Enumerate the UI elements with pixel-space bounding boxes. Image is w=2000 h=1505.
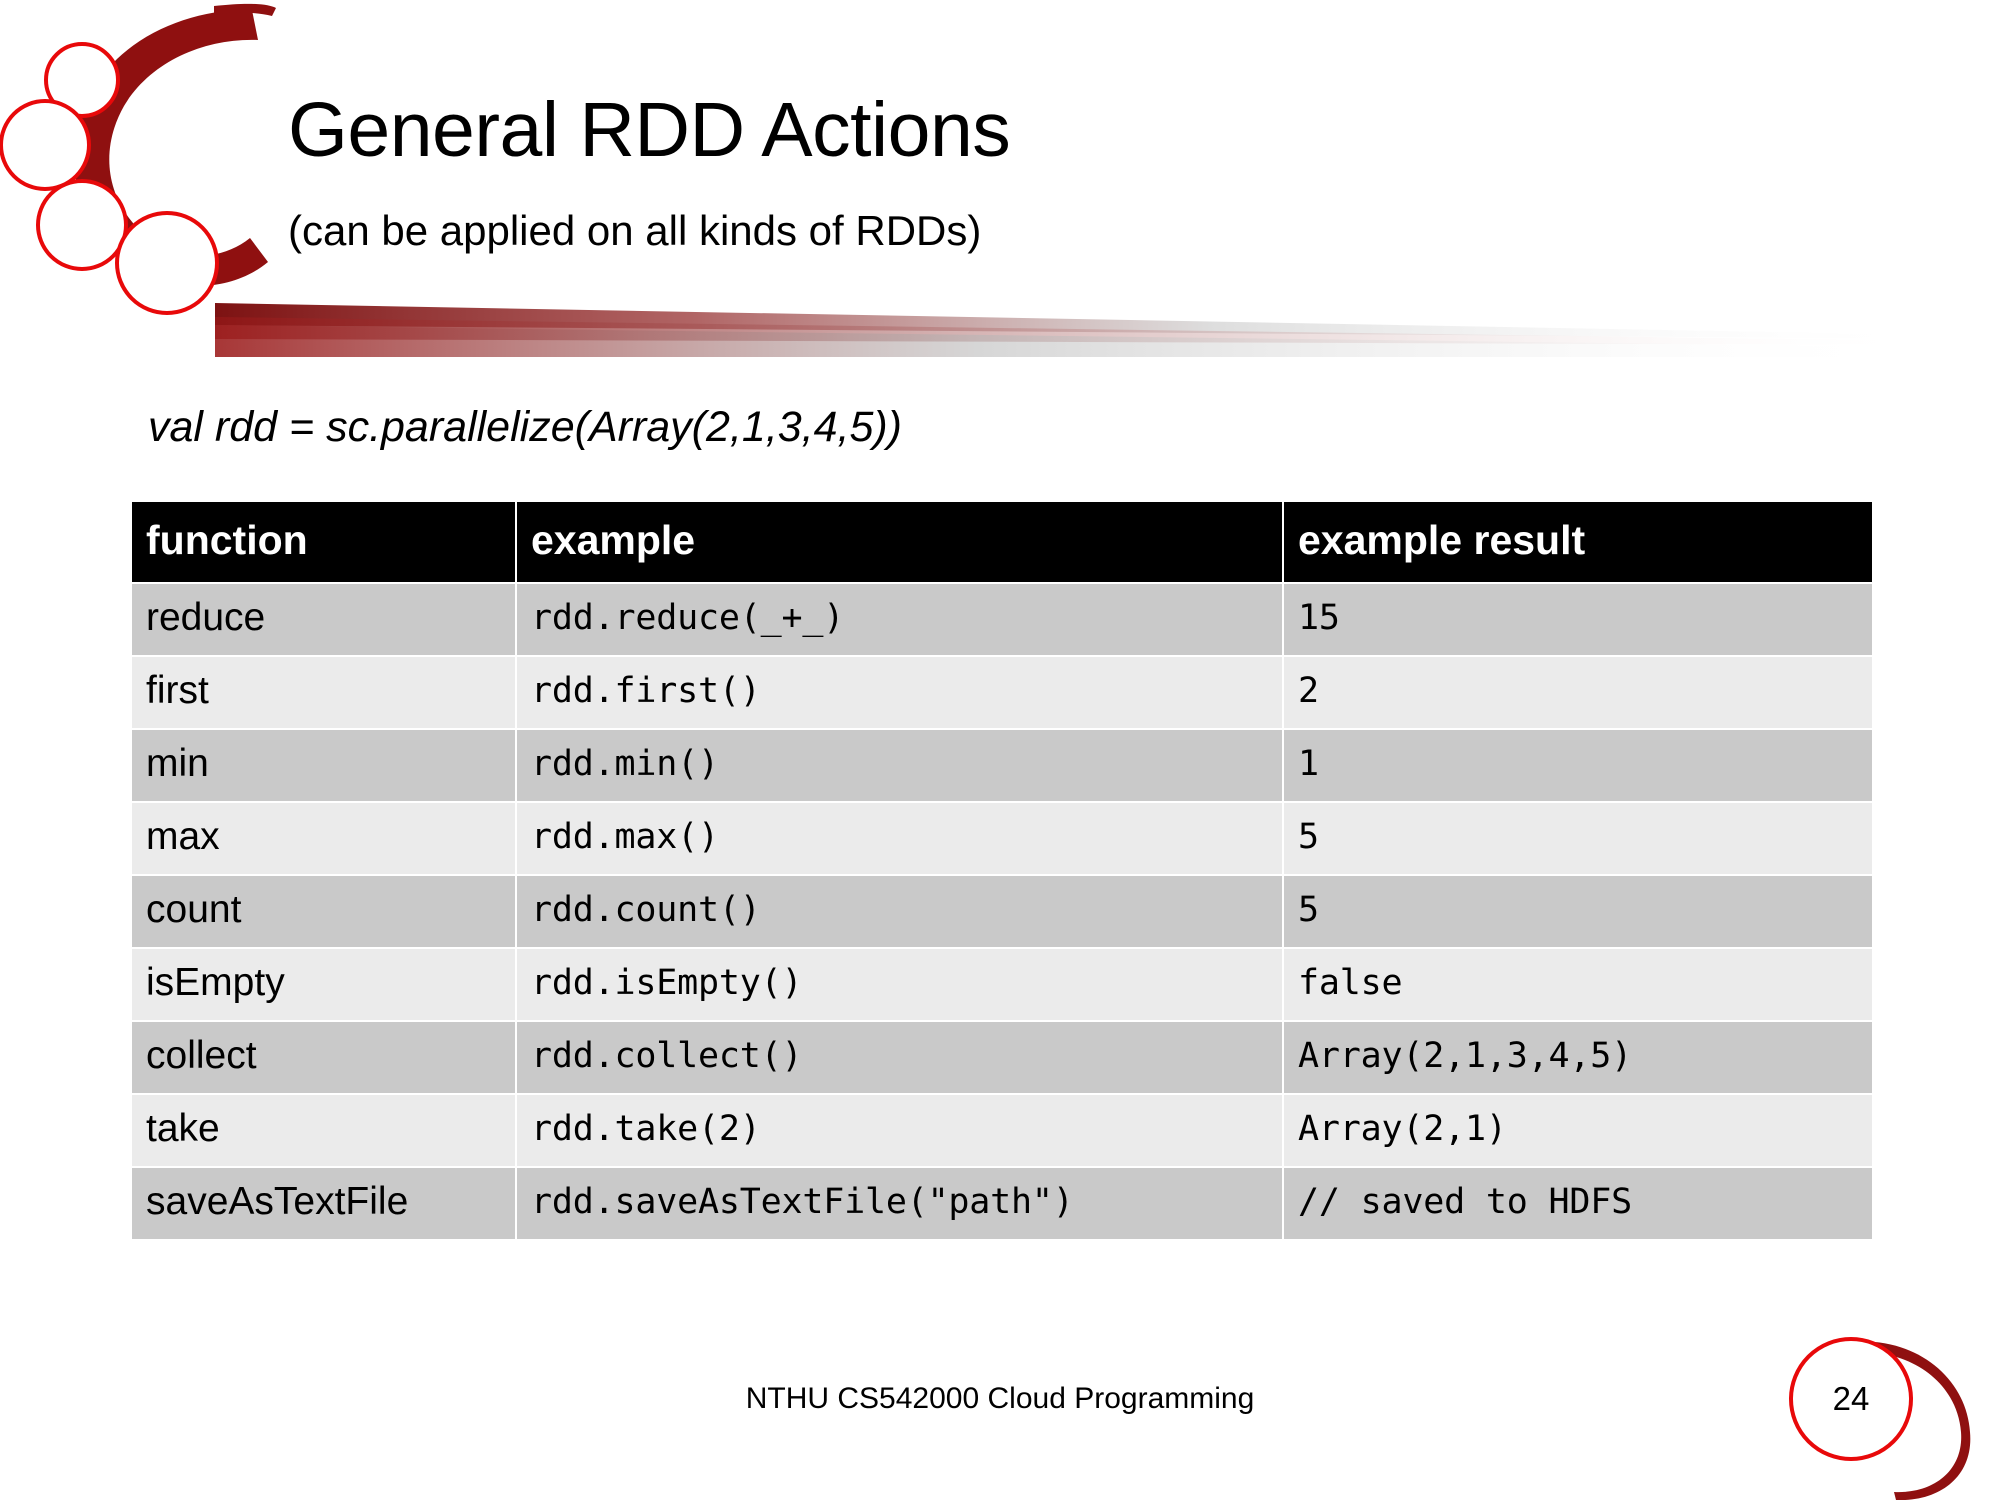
table-row: reduce rdd.reduce(_+_) 15 <box>132 584 1872 655</box>
cell-result: 2 <box>1284 657 1872 728</box>
cell-result: 5 <box>1284 876 1872 947</box>
cell-result: Array(2,1,3,4,5) <box>1284 1022 1872 1093</box>
cell-example: rdd.min() <box>517 730 1282 801</box>
cell-example: rdd.count() <box>517 876 1282 947</box>
code-line: val rdd = sc.parallelize(Array(2,1,3,4,5… <box>148 403 902 451</box>
rdd-actions-table: function example example result reduce r… <box>130 500 1874 1241</box>
cell-function: reduce <box>132 584 515 655</box>
cell-function: count <box>132 876 515 947</box>
cell-function: take <box>132 1095 515 1166</box>
cell-result: Array(2,1) <box>1284 1095 1872 1166</box>
column-header-example-result: example result <box>1284 502 1872 582</box>
cell-example: rdd.first() <box>517 657 1282 728</box>
table-row: count rdd.count() 5 <box>132 876 1872 947</box>
cell-example: rdd.take(2) <box>517 1095 1282 1166</box>
table-row: take rdd.take(2) Array(2,1) <box>132 1095 1872 1166</box>
cell-function: min <box>132 730 515 801</box>
cell-result: 5 <box>1284 803 1872 874</box>
table-header-row: function example example result <box>132 502 1872 582</box>
cell-function: first <box>132 657 515 728</box>
footer-text: NTHU CS542000 Cloud Programming <box>745 1382 1255 1415</box>
table-row: saveAsTextFile rdd.saveAsTextFile("path"… <box>132 1168 1872 1239</box>
cell-example: rdd.max() <box>517 803 1282 874</box>
cell-result: 1 <box>1284 730 1872 801</box>
cell-result: false <box>1284 949 1872 1020</box>
table-row: min rdd.min() 1 <box>132 730 1872 801</box>
table-row: collect rdd.collect() Array(2,1,3,4,5) <box>132 1022 1872 1093</box>
gradient-swoosh-bar-icon <box>215 303 1935 357</box>
column-header-function: function <box>132 502 515 582</box>
cell-function: max <box>132 803 515 874</box>
cell-result: // saved to HDFS <box>1284 1168 1872 1239</box>
page-number-label: 24 <box>1832 1380 1870 1417</box>
cell-function: collect <box>132 1022 515 1093</box>
table-row: first rdd.first() 2 <box>132 657 1872 728</box>
cell-example: rdd.isEmpty() <box>517 949 1282 1020</box>
cell-function: saveAsTextFile <box>132 1168 515 1239</box>
cell-example: rdd.reduce(_+_) <box>517 584 1282 655</box>
cell-result: 15 <box>1284 584 1872 655</box>
page-number-badge: 24 <box>1788 1336 1998 1501</box>
cell-function: isEmpty <box>132 949 515 1020</box>
page-subtitle: (can be applied on all kinds of RDDs) <box>288 207 982 254</box>
page-badge-swirl-icon <box>1789 1337 1971 1501</box>
table-row: max rdd.max() 5 <box>132 803 1872 874</box>
cell-example: rdd.collect() <box>517 1022 1282 1093</box>
cell-example: rdd.saveAsTextFile("path") <box>517 1168 1282 1239</box>
table-row: isEmpty rdd.isEmpty() false <box>132 949 1872 1020</box>
column-header-example: example <box>517 502 1282 582</box>
page-title: General RDD Actions <box>288 87 1011 173</box>
